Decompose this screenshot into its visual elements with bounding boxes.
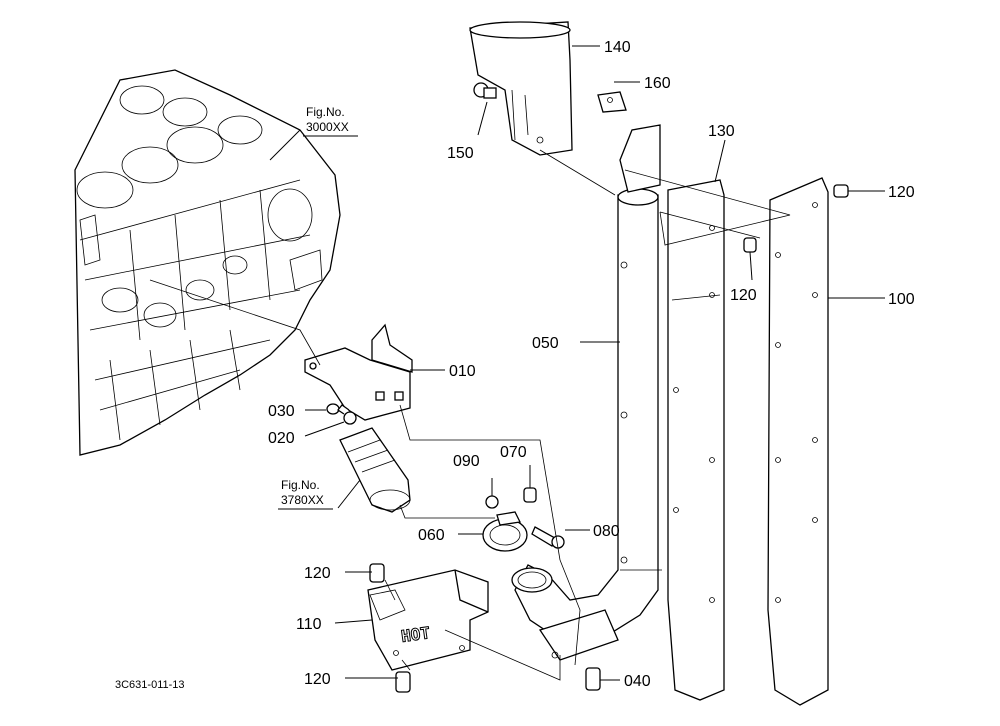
bolt-120-bottom-of-110 xyxy=(395,671,411,693)
bolt-040 xyxy=(585,667,601,691)
ref-fig-label: Fig.No. xyxy=(306,105,345,119)
heat-cover-110: HOT xyxy=(367,569,489,671)
washer-030 xyxy=(326,403,340,415)
nut-090 xyxy=(485,495,499,509)
ref-fig-label: Fig.No. xyxy=(281,478,320,492)
label-130: 130 xyxy=(708,123,735,140)
label-080: 080 xyxy=(593,523,620,540)
label-120-mid: 120 xyxy=(730,287,757,304)
label-030: 030 xyxy=(268,403,295,420)
label-100: 100 xyxy=(888,291,915,308)
bolt-020 xyxy=(337,404,357,425)
label-090: 090 xyxy=(453,453,480,470)
label-060: 060 xyxy=(418,527,445,544)
bolt-120-top-of-110 xyxy=(369,563,385,583)
label-120-bottom: 120 xyxy=(304,671,331,688)
label-110: 110 xyxy=(296,616,322,633)
label-120-upper-right: 120 xyxy=(888,184,915,201)
leader-lines xyxy=(149,45,885,681)
engine-block-drawing xyxy=(74,69,341,456)
bolt-120-mid xyxy=(743,237,757,253)
ref-fig-number: 3000XX xyxy=(306,120,349,134)
reference-fig-3780xx: Fig.No. 3780XX xyxy=(278,478,333,510)
label-050: 050 xyxy=(532,335,559,352)
label-020: 020 xyxy=(268,430,295,447)
rain-cap-140 xyxy=(469,21,573,156)
clip-160 xyxy=(597,91,627,113)
bolt-150 xyxy=(473,82,497,99)
label-010: 010 xyxy=(449,363,476,380)
bolt-080 xyxy=(531,526,565,549)
bushing-070 xyxy=(523,487,537,503)
exhaust-pipe-drawing xyxy=(339,427,411,513)
label-150: 150 xyxy=(447,145,474,162)
drawing-code: 3C631-011-13 xyxy=(115,679,185,691)
reference-fig-3000xx: Fig.No. 3000XX xyxy=(303,105,358,137)
label-140: 140 xyxy=(604,39,631,56)
label-120-top: 120 xyxy=(304,565,331,582)
exhaust-pipe-050 xyxy=(511,124,662,661)
label-160: 160 xyxy=(644,75,671,92)
part-labels: 140 160 130 150 120 120 100 050 010 030 … xyxy=(268,39,915,690)
bolt-120-upper-right xyxy=(833,184,849,198)
heat-shield-130 xyxy=(667,179,725,701)
label-070: 070 xyxy=(500,444,527,461)
label-040: 040 xyxy=(624,673,651,690)
heat-shield-100 xyxy=(767,177,829,706)
clamp-060 xyxy=(482,511,528,552)
ref-fig-number: 3780XX xyxy=(281,493,324,507)
bracket-010 xyxy=(304,323,413,421)
hot-warning-stamp: HOT xyxy=(400,623,431,646)
